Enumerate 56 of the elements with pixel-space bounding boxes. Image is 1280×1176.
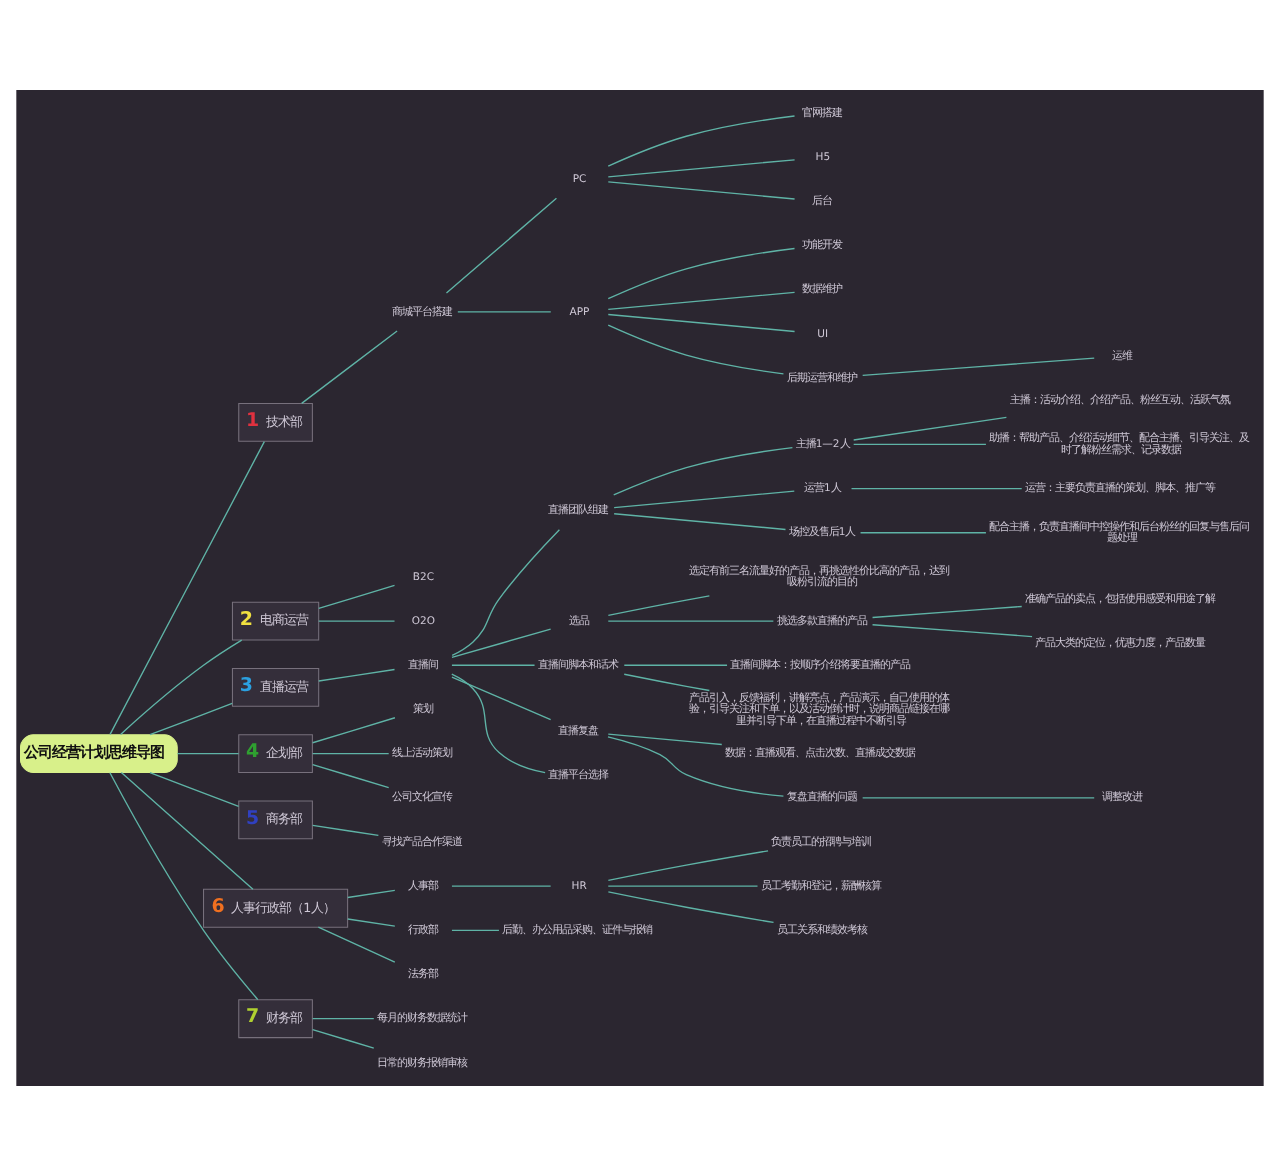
connector xyxy=(613,446,794,496)
connector xyxy=(853,416,1008,441)
connector xyxy=(607,850,769,882)
connector xyxy=(311,763,390,789)
connector xyxy=(451,628,552,659)
connector xyxy=(861,797,1095,799)
connector xyxy=(853,443,987,446)
connector xyxy=(311,1028,375,1049)
connector xyxy=(623,673,711,692)
connector xyxy=(607,595,711,617)
connector xyxy=(347,889,396,899)
connector xyxy=(311,1018,375,1020)
connector xyxy=(871,605,1023,619)
connector xyxy=(149,702,233,736)
connector xyxy=(451,673,546,774)
connector xyxy=(120,771,254,890)
connector xyxy=(607,247,796,300)
connector xyxy=(451,929,500,932)
connector xyxy=(318,668,396,682)
connector xyxy=(149,771,240,807)
connector xyxy=(317,926,396,963)
connector xyxy=(859,532,987,534)
connector xyxy=(607,891,775,924)
connector xyxy=(318,620,396,622)
connector xyxy=(861,357,1095,376)
connector xyxy=(607,620,775,622)
connector xyxy=(119,639,243,736)
connector xyxy=(613,490,795,509)
connector xyxy=(109,440,266,736)
connector xyxy=(176,752,240,755)
connector xyxy=(445,197,558,294)
connector xyxy=(623,664,728,666)
connector xyxy=(607,736,785,797)
connector xyxy=(347,918,396,927)
connector xyxy=(613,513,787,531)
connector xyxy=(607,115,796,167)
connector xyxy=(318,584,396,610)
connector xyxy=(871,624,1033,638)
connector xyxy=(451,529,561,657)
connector xyxy=(451,676,552,721)
connector xyxy=(850,487,1023,490)
connector xyxy=(109,772,259,1001)
connector xyxy=(457,311,552,313)
connector xyxy=(311,717,396,744)
connector xyxy=(311,752,390,755)
connector xyxy=(451,664,536,666)
connector xyxy=(607,733,723,746)
connector xyxy=(607,885,759,887)
connector xyxy=(451,885,552,887)
connector xyxy=(607,313,796,333)
connector xyxy=(607,291,796,311)
connector xyxy=(607,324,785,375)
connector xyxy=(311,824,380,837)
connector xyxy=(607,181,796,200)
connector xyxy=(301,330,398,405)
connector xyxy=(607,159,796,178)
